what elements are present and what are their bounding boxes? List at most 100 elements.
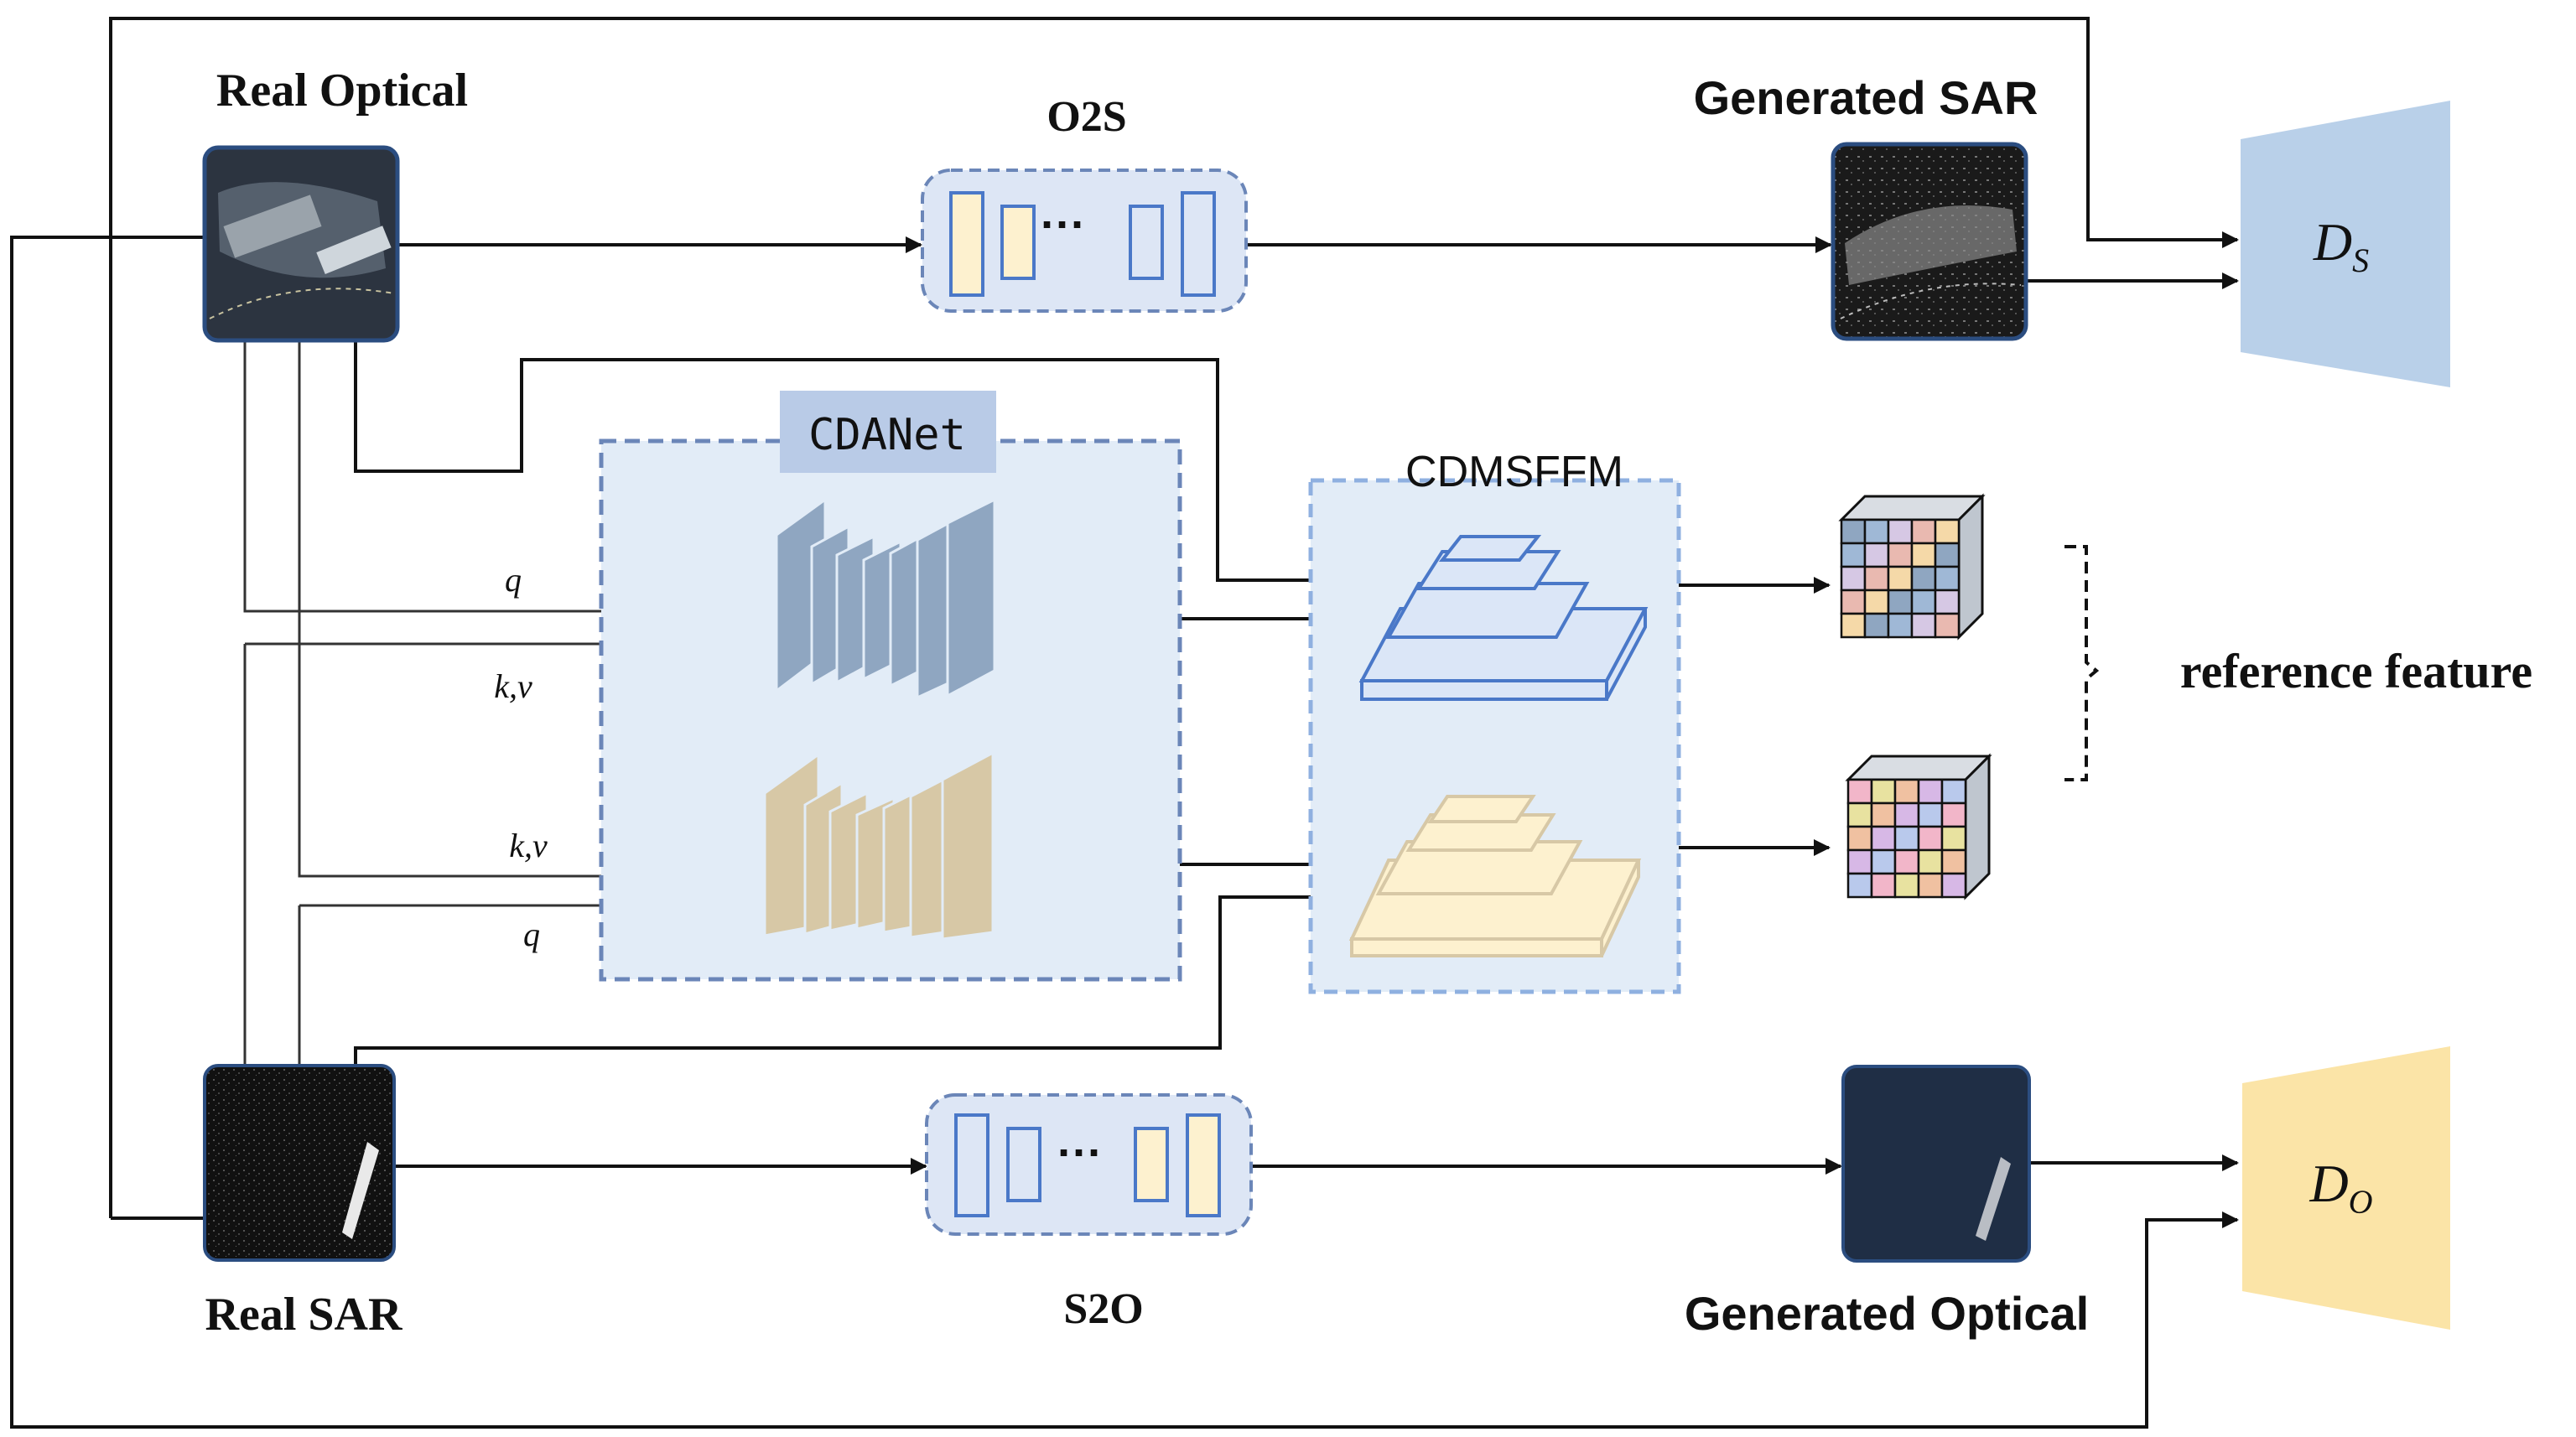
cube-cell: [1870, 778, 1897, 805]
cube-cell: [1940, 802, 1967, 828]
generated-optical-image: [1841, 1065, 2031, 1263]
cube-cell: [1840, 565, 1867, 592]
cube-cell: [1870, 848, 1897, 875]
cube-cell: [1887, 565, 1914, 592]
cube-cell: [1887, 518, 1914, 545]
s2o-ellipsis: ···: [1057, 1128, 1103, 1178]
cube-cell: [1910, 518, 1937, 545]
cube-cell: [1846, 825, 1873, 852]
reference-feature-cube-1: [1838, 493, 1986, 641]
cube-cell: [1910, 589, 1937, 615]
main-flow-arrows: [394, 236, 2239, 1175]
discriminator-s-main: D: [2313, 212, 2352, 272]
generated-sar-node: Generated SAR: [1694, 71, 2038, 341]
discriminator-o: DO: [2242, 1046, 2450, 1330]
cube-cell: [1840, 518, 1867, 545]
cube-cell: [1863, 542, 1890, 568]
discriminator-o-sub: O: [2349, 1183, 2373, 1221]
cube-cell: [1940, 825, 1967, 852]
cube-cell: [1910, 542, 1937, 568]
o2s-generator: O2S ···: [921, 93, 1248, 313]
reference-feature-label: reference feature: [2180, 644, 2532, 698]
cdmsffm-yellow-pyramid: [1348, 795, 1642, 957]
reference-feature-bracket: [2064, 545, 2100, 781]
cube-cell: [1940, 872, 1967, 899]
cube-cell: [1893, 872, 1920, 899]
outer-wires: [10, 17, 2239, 1429]
discriminator-s-sub: S: [2352, 241, 2369, 279]
cube-cell: [1917, 848, 1944, 875]
discriminator-s-trapezoid: [2241, 101, 2450, 387]
cube-cell: [1863, 518, 1890, 545]
cube-cell: [1870, 825, 1897, 852]
o2s-ellipsis: ···: [1041, 200, 1086, 250]
svg-text:DO: DO: [2309, 1154, 2372, 1221]
cube-cell: [1934, 518, 1961, 545]
generated-optical-node: Generated Optical: [1685, 1065, 2089, 1340]
o2s-label: O2S: [1046, 93, 1126, 141]
kv-label-top: k,v: [494, 667, 532, 705]
cdanet-label: CDANet: [808, 410, 966, 460]
cube-cell: [1887, 542, 1914, 568]
s2o-label: S2O: [1063, 1285, 1143, 1333]
real-optical-label: Real Optical: [216, 65, 468, 117]
cube-cell: [1893, 848, 1920, 875]
cdmsffm-blue-pyramid: [1358, 535, 1649, 701]
cdanet-tan-blocks: [763, 750, 995, 941]
cube-cell: [1840, 542, 1867, 568]
cdmsffm-label: CDMSFFM: [1405, 448, 1623, 496]
cube-cell: [1840, 589, 1867, 615]
real-sar-node: Real SAR: [203, 1064, 402, 1341]
cube-cell: [1940, 848, 1967, 875]
cube-cell: [1893, 778, 1920, 805]
cube-cell: [1870, 872, 1897, 899]
real-optical-node: Real Optical: [202, 65, 468, 343]
cube-cell: [1863, 612, 1890, 639]
real-sar-label: Real SAR: [205, 1289, 402, 1341]
s2o-generator: ··· S2O: [925, 1093, 1253, 1333]
q-label-top: q: [505, 561, 522, 599]
cube-cell: [1917, 872, 1944, 899]
cdanet-blue-blocks: [775, 497, 996, 700]
discriminator-s: DS: [2241, 101, 2450, 387]
cube-cell: [1887, 612, 1914, 639]
real-sar-image: [203, 1064, 396, 1262]
s2o-blue-block-2: [1006, 1127, 1041, 1202]
cube-cell: [1863, 565, 1890, 592]
cube-cell: [1840, 612, 1867, 639]
cdmsffm-module: CDMSFFM: [1308, 448, 1681, 994]
s2o-blue-block-1: [954, 1113, 989, 1217]
cube-cell: [1917, 802, 1944, 828]
cube-cell: [1863, 589, 1890, 615]
cube-cell: [1846, 778, 1873, 805]
cdanet-module: CDANet: [599, 391, 1182, 982]
cube-side-face: [1957, 493, 1984, 641]
cube-cell: [1934, 542, 1961, 568]
q-label-bottom: q: [523, 916, 540, 953]
cube-cell: [1917, 825, 1944, 852]
generated-optical-label: Generated Optical: [1685, 1287, 2089, 1340]
cube-cell: [1870, 802, 1897, 828]
reference-feature-cube-2: [1845, 753, 1992, 900]
o2s-yellow-block-1: [949, 191, 984, 297]
cube-cell: [1910, 612, 1937, 639]
cube-side-face: [1964, 753, 1991, 900]
cube-cell: [1846, 872, 1873, 899]
cube-cell: [1893, 825, 1920, 852]
kv-label-bottom: k,v: [509, 827, 548, 864]
o2s-yellow-block-2: [1000, 205, 1036, 280]
o2s-blue-block-2: [1181, 191, 1216, 297]
cube-cell: [1893, 802, 1920, 828]
cube-cell: [1940, 778, 1967, 805]
discriminator-o-main: D: [2309, 1154, 2348, 1213]
s2o-yellow-block-1: [1134, 1127, 1169, 1202]
s2o-yellow-block-2: [1186, 1113, 1221, 1217]
cube-cell: [1934, 565, 1961, 592]
cube-cell: [1917, 778, 1944, 805]
cube-cell: [1934, 589, 1961, 615]
discriminator-o-trapezoid: [2242, 1046, 2450, 1330]
cube-cell: [1934, 612, 1961, 639]
cube-cell: [1910, 565, 1937, 592]
cube-cell: [1846, 802, 1873, 828]
